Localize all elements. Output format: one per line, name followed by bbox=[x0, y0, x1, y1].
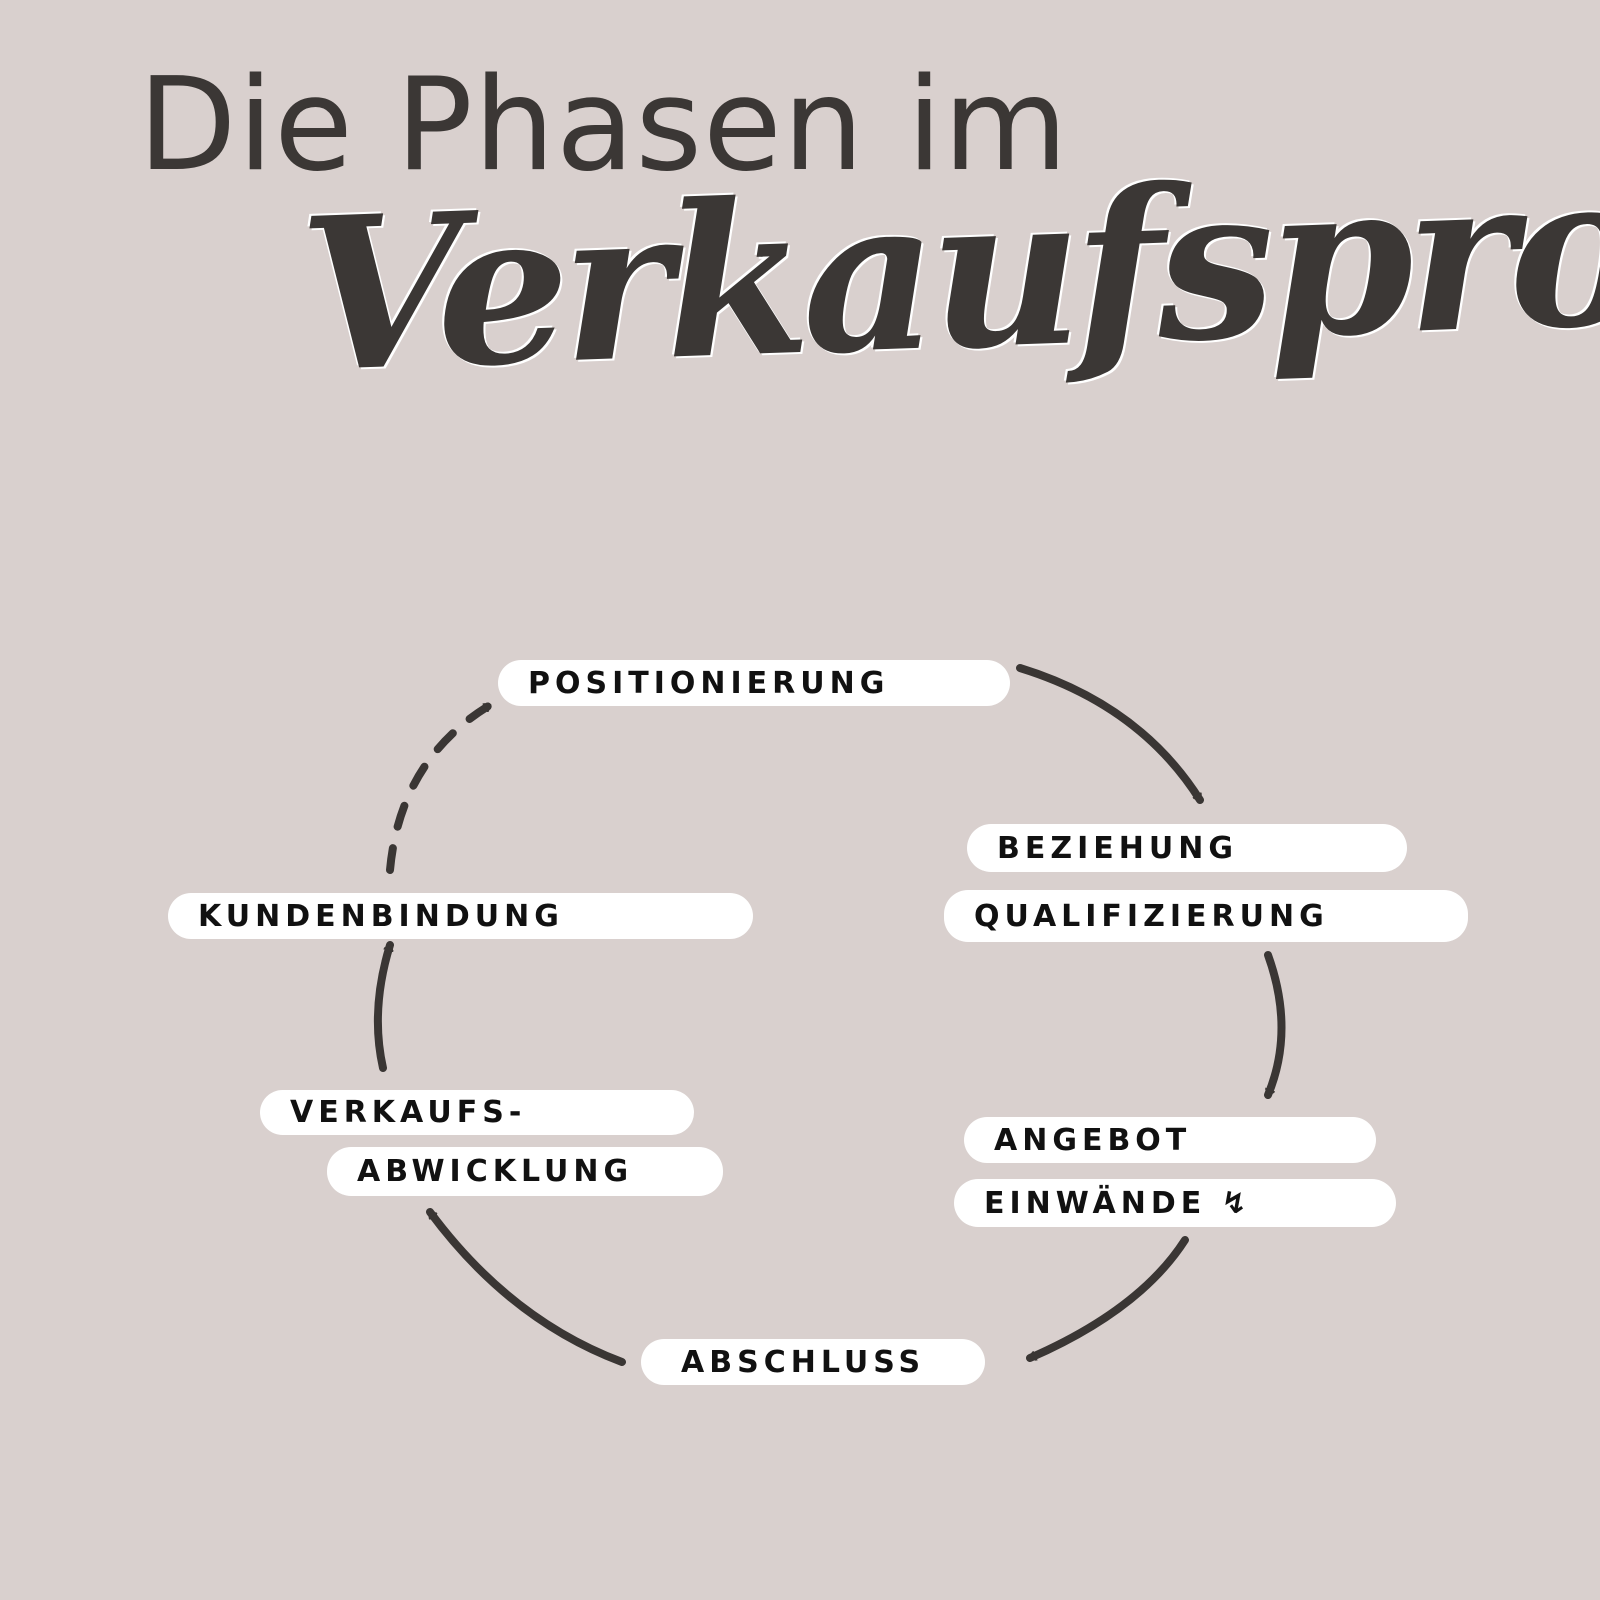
phase-einwaende: EINWÄNDE ↯ bbox=[954, 1179, 1396, 1227]
arrow-qualifizierung-to-angebot bbox=[1264, 951, 1286, 1099]
arrow-positionierung-to-beziehung bbox=[1016, 664, 1204, 804]
phase-qualifizierung: QUALIFIZIERUNG bbox=[944, 890, 1468, 942]
title-line-1: Die Phasen im bbox=[138, 51, 1069, 200]
phase-positionierung: POSITIONIERUNG bbox=[498, 660, 1010, 706]
phase-verkaufs: VERKAUFS- bbox=[260, 1090, 694, 1135]
arrow-verkaufsabwicklung-to-kundenbindung bbox=[373, 941, 394, 1072]
phase-beziehung: BEZIEHUNG bbox=[967, 824, 1407, 872]
phase-kundenbindung: KUNDENBINDUNG bbox=[168, 893, 753, 939]
arrow-einwaende-to-abschluss bbox=[1026, 1236, 1189, 1362]
arrow-abschluss-to-abwicklung bbox=[426, 1208, 626, 1366]
phase-angebot: ANGEBOT bbox=[964, 1117, 1376, 1163]
phase-abwicklung: ABWICKLUNG bbox=[327, 1147, 723, 1196]
arrow-kundenbindung-to-positionierung-dashed bbox=[386, 701, 494, 874]
phase-abschluss: ABSCHLUSS bbox=[641, 1339, 985, 1385]
